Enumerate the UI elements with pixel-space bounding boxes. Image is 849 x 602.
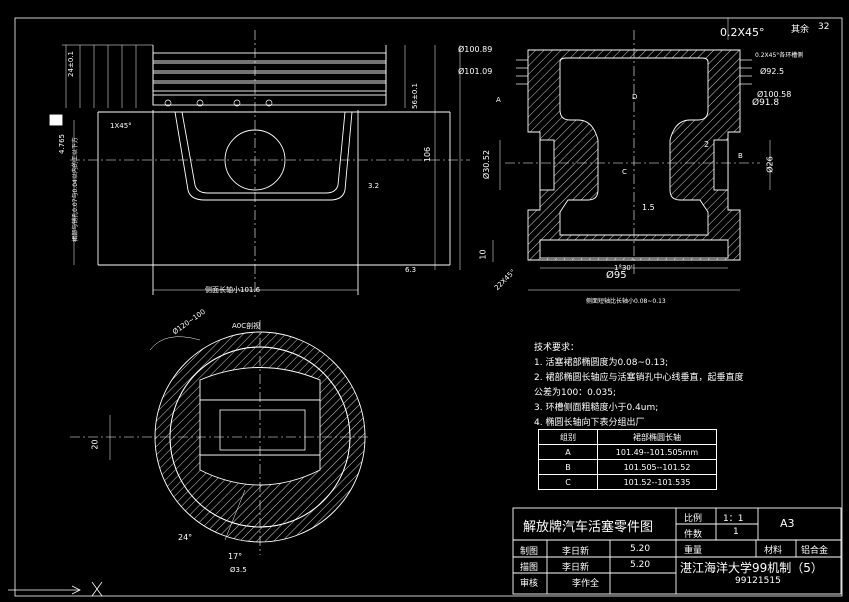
dim-chamfer: 1X45° (110, 122, 132, 130)
weight-label: 重量 (684, 546, 703, 556)
scale-label: 比例 (684, 514, 703, 524)
dim-4765: 4.765 (58, 133, 67, 155)
label-b: B (738, 152, 743, 160)
title-block-frame (512, 507, 842, 595)
material-label: 材料 (764, 546, 783, 556)
material-value: 铝合金 (801, 546, 829, 556)
table-header-cell: 裙部椭圆长轴 (597, 429, 717, 445)
school-name: 湛江海洋大学99机制（5） (680, 561, 823, 575)
table-cell: 101.52--101.535 (597, 474, 717, 490)
requirement-item: 1. 活塞裙部椭圆度为0.08~0.13; (534, 358, 669, 368)
sheet-size: A3 (780, 517, 795, 530)
table-row: A 101.49--101.505mm (538, 444, 717, 460)
checked-name: 李作全 (572, 579, 600, 589)
border-frame (14, 17, 843, 597)
table-cell: B (538, 459, 598, 475)
dim-d3052: Ø30.52 (482, 149, 492, 180)
table-cell: A (538, 444, 598, 460)
dim-height-top: 24±0.1 (66, 51, 75, 77)
requirement-item: 3. 环槽侧面粗糙度小于0.4um; (534, 403, 659, 413)
dim-d95: Ø95 (606, 270, 627, 281)
table-header-row: 组别 裙部椭圆长轴 (538, 429, 717, 445)
label-a: A (496, 96, 501, 104)
left-view (49, 30, 470, 300)
scale-value: 1：1 (723, 514, 744, 524)
drawn-date: 5.20 (630, 544, 651, 554)
axis-marker (8, 581, 103, 597)
dim-d925: Ø92.5 (760, 67, 785, 76)
requirement-item: 4. 椭圆长轴向下表分组出厂 (534, 418, 645, 428)
dim-d918: Ø91.8 (752, 98, 780, 108)
traced-label: 描图 (520, 563, 539, 573)
dim-17deg: 17° (228, 552, 243, 561)
dim-d10089: Ø100.89 (458, 45, 493, 54)
dim-106: 106 (423, 146, 433, 163)
table-cell: 101.49--101.505mm (597, 444, 717, 460)
dim-d10109: Ø101.09 (458, 67, 493, 76)
right-view (492, 18, 771, 291)
label-c: C (622, 168, 627, 176)
dim-10: 10 (478, 249, 488, 260)
checked-label: 审核 (520, 579, 539, 589)
groove-chamfer-note: 0.2X45°各环槽侧 (755, 52, 804, 59)
dim-d26: Ø26 (765, 156, 775, 173)
table-header-cell: 组别 (538, 429, 598, 445)
roughness-63: 6.3 (405, 266, 417, 274)
traced-date: 5.20 (630, 560, 651, 570)
dim-angle: 1°30' (614, 264, 633, 272)
chamfer-label: 0.2X45° (720, 26, 765, 39)
short-axis-note: 侧面短轴比长轴小0.08~0.13 (586, 298, 666, 305)
requirements-block: 技术要求： 1. 活塞裙部椭圆度为0.08~0.13; 2. 裙部椭圆长轴应与活… (534, 341, 743, 431)
corner-roughness: 32 (818, 22, 830, 32)
table-row: B 101.505--101.52 (538, 459, 717, 475)
table-row: C 101.52--101.535 (538, 474, 717, 490)
part-name: 解放牌汽车活塞零件图 (523, 520, 654, 535)
table-cell: 101.505--101.52 (597, 459, 717, 475)
skirt-note: 侧面长轴小101.6 (205, 286, 261, 294)
vertical-note: 裙部与销孔0.07与0.04以内的工以下方 (71, 137, 79, 242)
drawn-name: 李日新 (562, 547, 590, 557)
dim-2: 2 (704, 140, 710, 149)
section-view (70, 320, 370, 555)
corner-note: 其余 (791, 25, 810, 35)
drawing-number: 99121515 (735, 576, 781, 586)
roughness-32: 3.2 (368, 182, 380, 190)
group-table: 组别 裙部椭圆长轴 A 101.49--101.505mm B 101.505-… (538, 429, 717, 490)
label-d: D (632, 93, 638, 101)
traced-name: 李日新 (562, 563, 590, 573)
requirement-item: 2. 裙部椭圆长轴应与活塞销孔中心线垂直，起垂直度 (534, 373, 744, 383)
table-cell: C (538, 474, 598, 490)
requirement-item: 公差为100：0.035; (534, 388, 616, 398)
dim-d10058: Ø100.58 (757, 90, 792, 99)
dim-56: 56±0.1 (410, 83, 419, 109)
drawn-label: 制图 (520, 547, 539, 557)
section-label: A0C剖视 (232, 322, 261, 330)
dim-24deg: 24° (178, 533, 193, 542)
dim-20: 20 (90, 439, 100, 450)
count-value: 1 (733, 527, 739, 537)
count-label: 件数 (684, 530, 703, 540)
requirements-title: 技术要求： (534, 343, 580, 353)
dim-15: 1.5 (642, 203, 655, 212)
dim-d35: Ø3.5 (230, 566, 247, 574)
